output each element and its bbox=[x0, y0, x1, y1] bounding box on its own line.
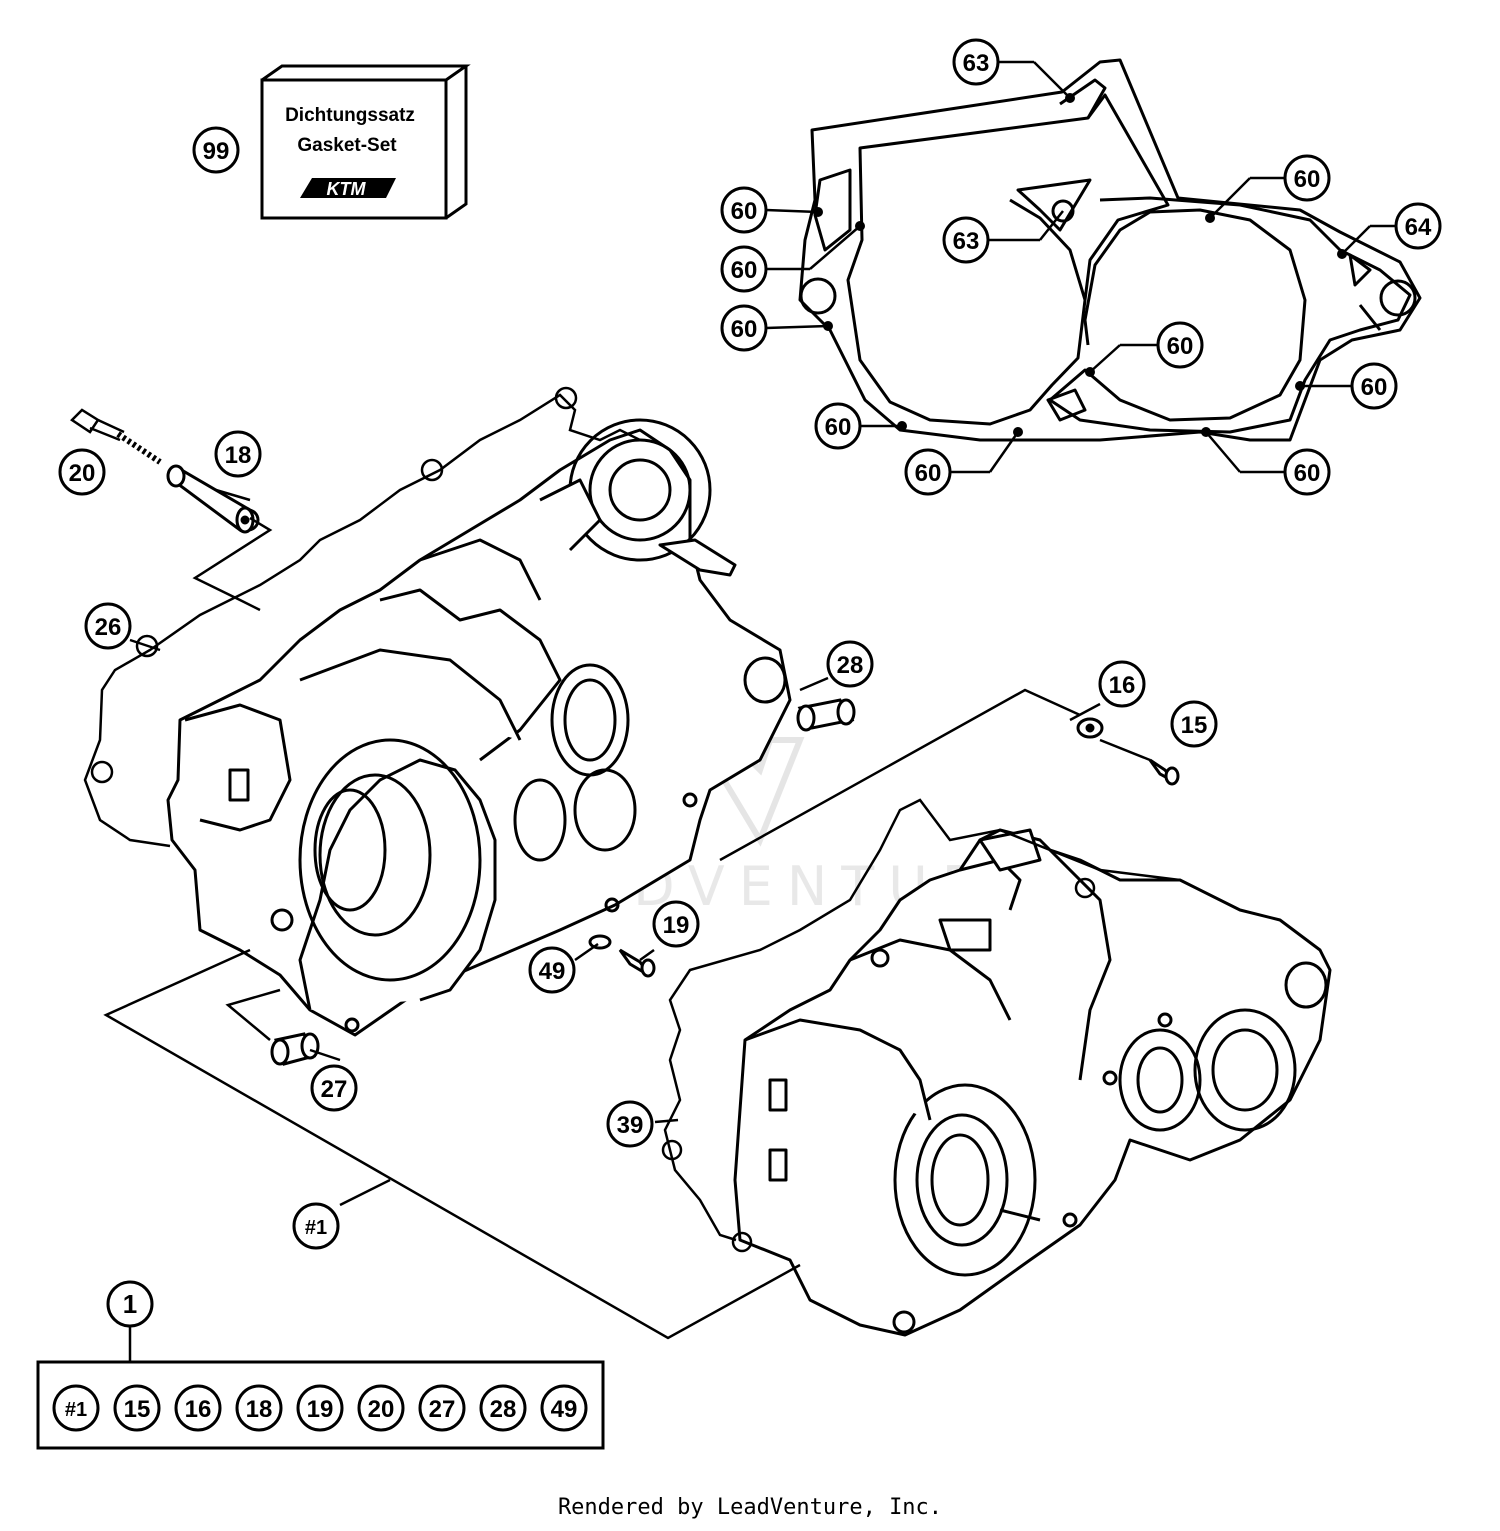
dowel-27 bbox=[270, 1032, 320, 1066]
callout-60-b: 60 bbox=[720, 245, 768, 293]
gasket-set-box: Dichtungssatz Gasket-Set KTM bbox=[260, 64, 471, 220]
svg-text:64: 64 bbox=[1405, 214, 1432, 241]
svg-text:99: 99 bbox=[203, 138, 230, 165]
callout-16: 16 bbox=[1098, 660, 1146, 708]
svg-text:15: 15 bbox=[1181, 712, 1208, 739]
callout-18: 18 bbox=[214, 430, 262, 478]
kit-item-bubble: 27 bbox=[418, 1384, 466, 1432]
svg-text:39: 39 bbox=[617, 1112, 644, 1139]
callout-49: 49 bbox=[528, 946, 576, 994]
kit-item-bubble: 49 bbox=[540, 1384, 588, 1432]
callout-60-i: 60 bbox=[1283, 448, 1331, 496]
bolt-15 bbox=[1148, 758, 1180, 786]
kit-item-label: 16 bbox=[185, 1396, 212, 1423]
kit-item-label: 28 bbox=[490, 1396, 517, 1423]
callout-60-h: 60 bbox=[1350, 362, 1398, 410]
svg-text:60: 60 bbox=[1361, 374, 1388, 401]
kit-item-label: 27 bbox=[429, 1396, 456, 1423]
gasket-set-label-en: Gasket-Set bbox=[297, 135, 397, 156]
callout-99: 99 bbox=[192, 126, 240, 174]
kit-item-bubble: 15 bbox=[113, 1384, 161, 1432]
kit-item-bubble: 20 bbox=[357, 1384, 405, 1432]
svg-text:63: 63 bbox=[953, 228, 980, 255]
svg-text:49: 49 bbox=[539, 958, 566, 985]
callout-27: 27 bbox=[310, 1064, 358, 1112]
callout-64: 64 bbox=[1394, 202, 1442, 250]
svg-text:18: 18 bbox=[225, 442, 252, 469]
svg-text:60: 60 bbox=[731, 316, 758, 343]
callout-60-c: 60 bbox=[720, 304, 768, 352]
svg-text:60: 60 bbox=[1294, 460, 1321, 487]
kit-item-label: 49 bbox=[551, 1396, 578, 1423]
kit-item-bubble: #1 bbox=[52, 1384, 100, 1432]
bolt-19 bbox=[618, 948, 656, 978]
callout-60-d: 60 bbox=[814, 402, 862, 450]
kit-item-label: 18 bbox=[246, 1396, 273, 1423]
svg-text:19: 19 bbox=[663, 912, 690, 939]
ktm-logo: KTM bbox=[300, 178, 396, 199]
svg-text:60: 60 bbox=[1167, 333, 1194, 360]
leader-lines bbox=[103, 60, 1395, 1362]
right-crankcase-half bbox=[733, 828, 1332, 1337]
callout-60-a: 60 bbox=[720, 186, 768, 234]
clutch-cover-gasket bbox=[798, 58, 1422, 442]
callout-15: 15 bbox=[1170, 700, 1218, 748]
kit-item-label: 15 bbox=[124, 1396, 151, 1423]
svg-text:#1: #1 bbox=[305, 1217, 327, 1239]
svg-text:60: 60 bbox=[915, 460, 942, 487]
callout-39: 39 bbox=[606, 1100, 654, 1148]
svg-text:27: 27 bbox=[321, 1076, 348, 1103]
callout-hash1: #1 bbox=[292, 1202, 340, 1250]
callout-19: 19 bbox=[652, 900, 700, 948]
svg-text:60: 60 bbox=[1294, 166, 1321, 193]
svg-text:28: 28 bbox=[837, 652, 864, 679]
callout-1: 1 bbox=[106, 1280, 154, 1328]
callout-60-g: 60 bbox=[1156, 321, 1204, 369]
dowel-28 bbox=[796, 698, 856, 732]
kit-item-label: #1 bbox=[65, 1399, 87, 1421]
left-crankcase-half bbox=[166, 418, 792, 1037]
callout-63-center: 63 bbox=[942, 216, 990, 264]
svg-text:20: 20 bbox=[69, 460, 96, 487]
callout-60-e: 60 bbox=[904, 448, 952, 496]
svg-text:60: 60 bbox=[731, 257, 758, 284]
washer-16 bbox=[1076, 717, 1104, 739]
callout-63-top: 63 bbox=[952, 38, 1000, 86]
callout-26: 26 bbox=[84, 602, 132, 650]
kit-contents-box: #1 15 16 18 19 20 27 28 49 bbox=[36, 1360, 605, 1450]
kit-item-bubble: 28 bbox=[479, 1384, 527, 1432]
kit-item-bubble: 16 bbox=[174, 1384, 222, 1432]
left-crankcase-gasket bbox=[83, 386, 641, 848]
svg-text:1: 1 bbox=[123, 1289, 137, 1319]
bolt-20 bbox=[70, 408, 162, 465]
footer-credit: Rendered by LeadVenture, Inc. bbox=[558, 1495, 942, 1520]
svg-text:63: 63 bbox=[963, 50, 990, 77]
gasket-set-label-de: Dichtungssatz bbox=[285, 105, 415, 126]
kit-contents-items: #1 15 16 18 19 20 27 28 49 bbox=[52, 1384, 588, 1432]
svg-text:16: 16 bbox=[1109, 672, 1136, 699]
callout-20: 20 bbox=[58, 448, 106, 496]
kit-item-bubble: 19 bbox=[296, 1384, 344, 1432]
kit-item-label: 20 bbox=[368, 1396, 395, 1423]
kit-item-bubble: 18 bbox=[235, 1384, 283, 1432]
svg-text:60: 60 bbox=[825, 414, 852, 441]
right-crankcase-gasket bbox=[661, 798, 1181, 1253]
svg-text:KTM: KTM bbox=[327, 179, 367, 199]
svg-text:26: 26 bbox=[95, 614, 122, 641]
kit-item-label: 19 bbox=[307, 1396, 334, 1423]
callout-60-f: 60 bbox=[1283, 154, 1331, 202]
svg-text:60: 60 bbox=[731, 198, 758, 225]
callouts: 99 63 63 60 60 60 60 60 60 60 60 60 64 1… bbox=[58, 38, 1442, 1328]
callout-28: 28 bbox=[826, 640, 874, 688]
